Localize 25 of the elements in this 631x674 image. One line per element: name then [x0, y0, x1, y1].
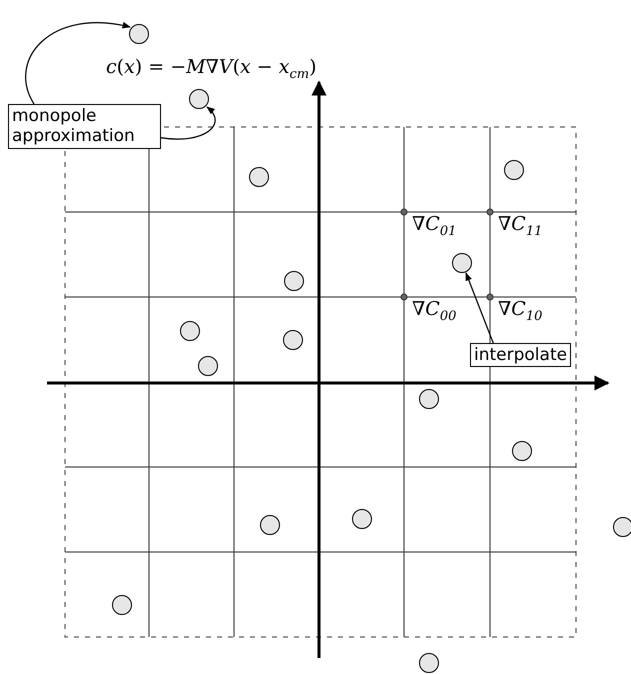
particle-circle	[283, 330, 303, 350]
label-box: interpolate	[470, 343, 572, 368]
particle-circle	[352, 509, 372, 529]
grid-value-label: ∇C$_{11}$	[498, 213, 542, 239]
particle-circle	[249, 167, 269, 187]
particle-circle	[129, 24, 149, 44]
arrow	[160, 106, 216, 140]
particle-circle	[419, 653, 439, 673]
particle-circle	[198, 356, 218, 376]
arrow	[465, 272, 494, 344]
particle-circle	[504, 160, 524, 180]
particle-circle	[112, 595, 132, 615]
particle-circle	[260, 515, 280, 535]
particle-circle	[284, 271, 304, 291]
particle-circle	[189, 89, 209, 109]
grid-value-label: ∇C$_{10}$	[498, 298, 542, 324]
particle-circle	[180, 321, 200, 341]
grid-value-label: ∇C$_{01}$	[412, 213, 456, 239]
particle-circle	[419, 389, 439, 409]
grid-value-label: ∇C$_{00}$	[412, 298, 456, 324]
particle-circle	[512, 441, 532, 461]
particle-circle	[452, 253, 472, 273]
particle-circle	[613, 517, 631, 537]
arrow	[25, 22, 131, 104]
label-box: monopole approximation	[8, 104, 161, 149]
